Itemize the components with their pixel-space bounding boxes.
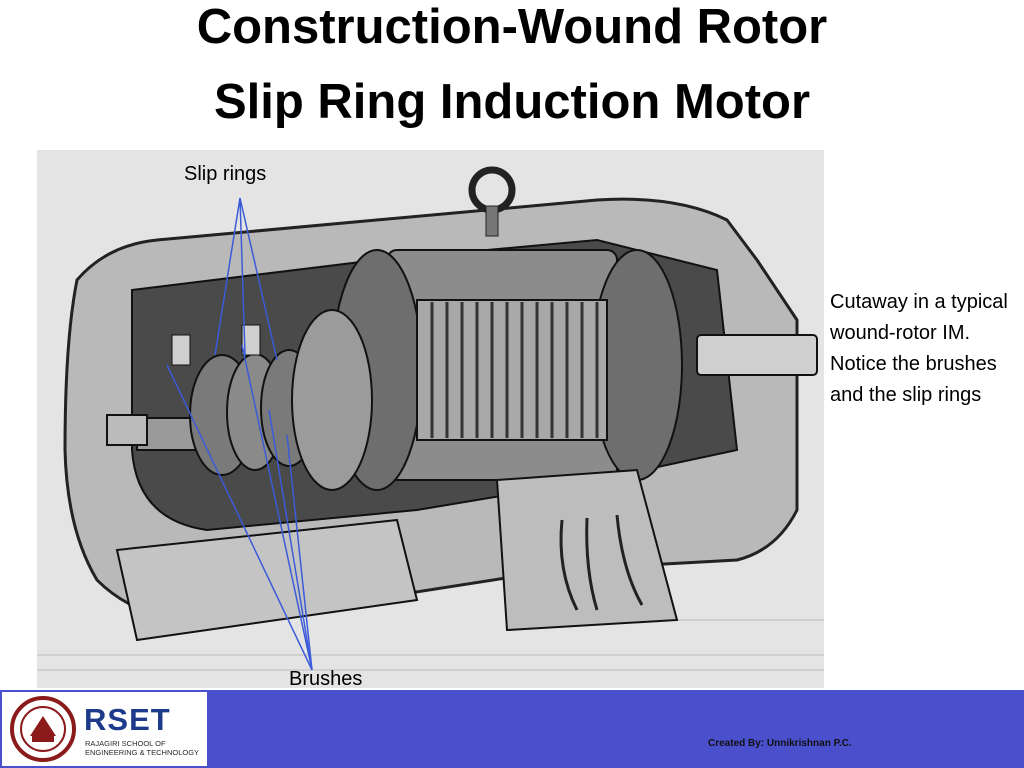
motor-cutaway-illustration: [37, 150, 824, 688]
footer-bar: RSET RAJAGIRI SCHOOL OF ENGINEERING & TE…: [0, 690, 1024, 768]
credit-text: Created By: Unnikrishnan P.C.: [708, 738, 852, 749]
logo-name: RSET: [84, 702, 171, 737]
brushes-label: Brushes: [289, 668, 363, 690]
logo-subtitle: RAJAGIRI SCHOOL OF ENGINEERING & TECHNOL…: [85, 739, 200, 757]
motor-cutaway-figure: Slip rings Brushes: [37, 150, 824, 690]
college-seal-icon: [10, 696, 76, 762]
slip-rings-label: Slip rings: [184, 163, 267, 185]
slide-title-line2: Slip Ring Induction Motor: [213, 75, 811, 129]
label-arrows: [166, 197, 313, 671]
rset-logo: RSET RAJAGIRI SCHOOL OF ENGINEERING & TE…: [2, 692, 207, 766]
figure-caption: Cutaway in a typical wound-rotor IM. Not…: [830, 291, 1008, 406]
slide-title-line1: Construction-Wound Rotor: [196, 0, 828, 54]
